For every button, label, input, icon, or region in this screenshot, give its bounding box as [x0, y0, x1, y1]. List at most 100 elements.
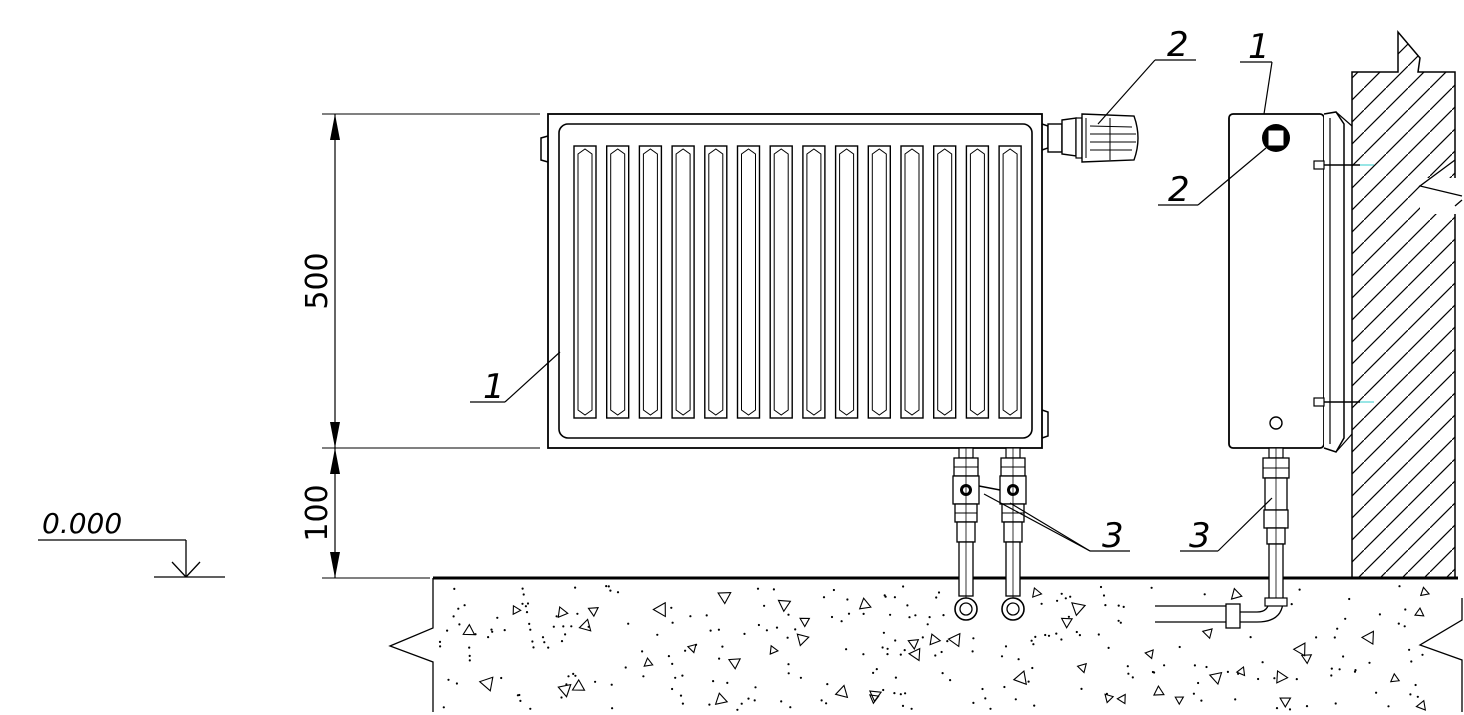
- aggregate-stone: [717, 592, 732, 605]
- aggregate-stone: [557, 605, 569, 619]
- aggregate-dot: [1000, 655, 1004, 658]
- aggregate-dot: [775, 626, 779, 629]
- aggregate-dot: [531, 640, 534, 643]
- radiator-fin-inner: [610, 148, 626, 416]
- wall: [1351, 29, 1464, 579]
- aggregate-dot: [1421, 653, 1424, 656]
- aggregate-dot: [1004, 645, 1008, 648]
- aggregate-dot: [1288, 708, 1292, 711]
- aggregate-dot: [1151, 670, 1154, 674]
- aggregate-dot: [753, 699, 756, 702]
- aggregate-stone: [1031, 586, 1043, 598]
- aggregate-dot: [747, 697, 750, 700]
- aggregate-dot: [1348, 597, 1351, 601]
- aggregate-dot: [1044, 633, 1047, 637]
- aggregate-stone: [686, 643, 697, 654]
- aggregate-dot: [576, 612, 579, 615]
- aggregate-dot: [1034, 635, 1037, 639]
- aggregate-stone: [643, 656, 654, 667]
- aggregate-dot: [889, 613, 892, 616]
- aggregate-stone: [1300, 654, 1313, 665]
- aggregate-dot: [780, 700, 783, 703]
- aggregate-dot: [1178, 645, 1181, 649]
- aggregate-dot: [1205, 665, 1208, 669]
- aggregate-dot: [971, 650, 974, 653]
- dimension-500-label: 500: [300, 252, 335, 309]
- aggregate-stone: [834, 684, 849, 699]
- aggregate-dot: [522, 593, 525, 596]
- aggregate-dot: [1330, 674, 1333, 677]
- aggregate-dot: [1200, 699, 1203, 702]
- aggregate-dot: [846, 598, 849, 601]
- aggregate-stone: [1060, 617, 1074, 629]
- aggregate-stone: [1116, 693, 1126, 705]
- aggregate-dot: [789, 706, 792, 709]
- aggregate-dot: [684, 649, 687, 652]
- level-mark-label: 0.000: [42, 507, 122, 540]
- aggregate-dot: [1375, 691, 1378, 694]
- aggregate-dot: [881, 646, 884, 649]
- aggregate-dot: [908, 616, 911, 619]
- callout-valve-side: 3: [1189, 516, 1211, 556]
- aggregate-dot: [681, 702, 685, 705]
- radiator-fin-inner: [839, 148, 855, 416]
- aggregate-dot: [624, 666, 627, 669]
- aggregate-dot: [1027, 680, 1030, 683]
- aggregate-stone: [587, 607, 600, 618]
- aggregate-dot: [1353, 670, 1357, 673]
- aggregate-dot: [552, 625, 555, 628]
- aggregate-stone: [1279, 697, 1292, 708]
- aggregate-dot: [491, 630, 494, 633]
- aggregate-stone: [512, 604, 522, 616]
- aggregate-dot: [921, 636, 924, 639]
- aggregate-dot: [453, 587, 456, 591]
- aggregate-dot: [926, 623, 929, 626]
- aggregate-stone: [1012, 670, 1027, 686]
- radiator-fin-inner: [806, 148, 822, 416]
- aggregate-stone: [929, 633, 942, 646]
- aggregate-dot: [799, 676, 803, 679]
- aggregate-stone: [652, 601, 666, 618]
- aggregate-stone: [1104, 693, 1115, 704]
- valve-assembly-side: [1155, 447, 1290, 629]
- aggregate-dot: [787, 613, 790, 616]
- aggregate-dot: [1030, 639, 1033, 642]
- callout-valves-front: 3: [1102, 516, 1124, 556]
- aggregate-dot: [1119, 621, 1122, 624]
- aggregate-stone: [907, 639, 920, 651]
- aggregate-dot: [882, 688, 885, 692]
- aggregate-stone: [1144, 649, 1154, 660]
- aggregate-dot: [1080, 687, 1083, 691]
- aggregate-dot: [689, 615, 692, 618]
- aggregate-dot: [847, 612, 851, 615]
- aggregate-stone: [868, 694, 880, 705]
- radiator-fin: [998, 145, 1022, 419]
- aggregate-dot: [670, 606, 673, 609]
- aggregate-stone: [1276, 669, 1289, 684]
- radiator-fin-inner: [642, 148, 658, 416]
- aggregate-dot: [1416, 695, 1419, 698]
- aggregate-stone: [727, 658, 742, 670]
- aggregate-dot: [899, 693, 902, 696]
- aggregate-dot: [1403, 625, 1406, 628]
- aggregate-dot: [1075, 630, 1078, 634]
- aggregate-dot: [893, 596, 897, 599]
- aggregate-dot: [1414, 683, 1417, 687]
- aggregate-stone: [1153, 685, 1165, 696]
- aggregate-dot: [830, 615, 834, 619]
- aggregate-dot: [862, 653, 865, 656]
- radiator-fin-inner: [937, 148, 953, 416]
- aggregate-dot: [468, 659, 471, 662]
- aggregate-dot: [1069, 595, 1072, 598]
- aggregate-dot: [521, 602, 524, 605]
- aggregate-dot: [446, 629, 449, 632]
- aggregate-dot: [862, 612, 865, 616]
- aggregate-dot: [1014, 698, 1017, 701]
- aggregate-dot: [840, 620, 843, 623]
- aggregate-dot: [1117, 619, 1120, 622]
- aggregate-dot: [820, 699, 823, 702]
- radiator-fin: [900, 145, 924, 419]
- aggregate-dot: [616, 591, 620, 594]
- radiator-fin-inner: [741, 148, 756, 416]
- aggregate-dot: [1234, 698, 1237, 701]
